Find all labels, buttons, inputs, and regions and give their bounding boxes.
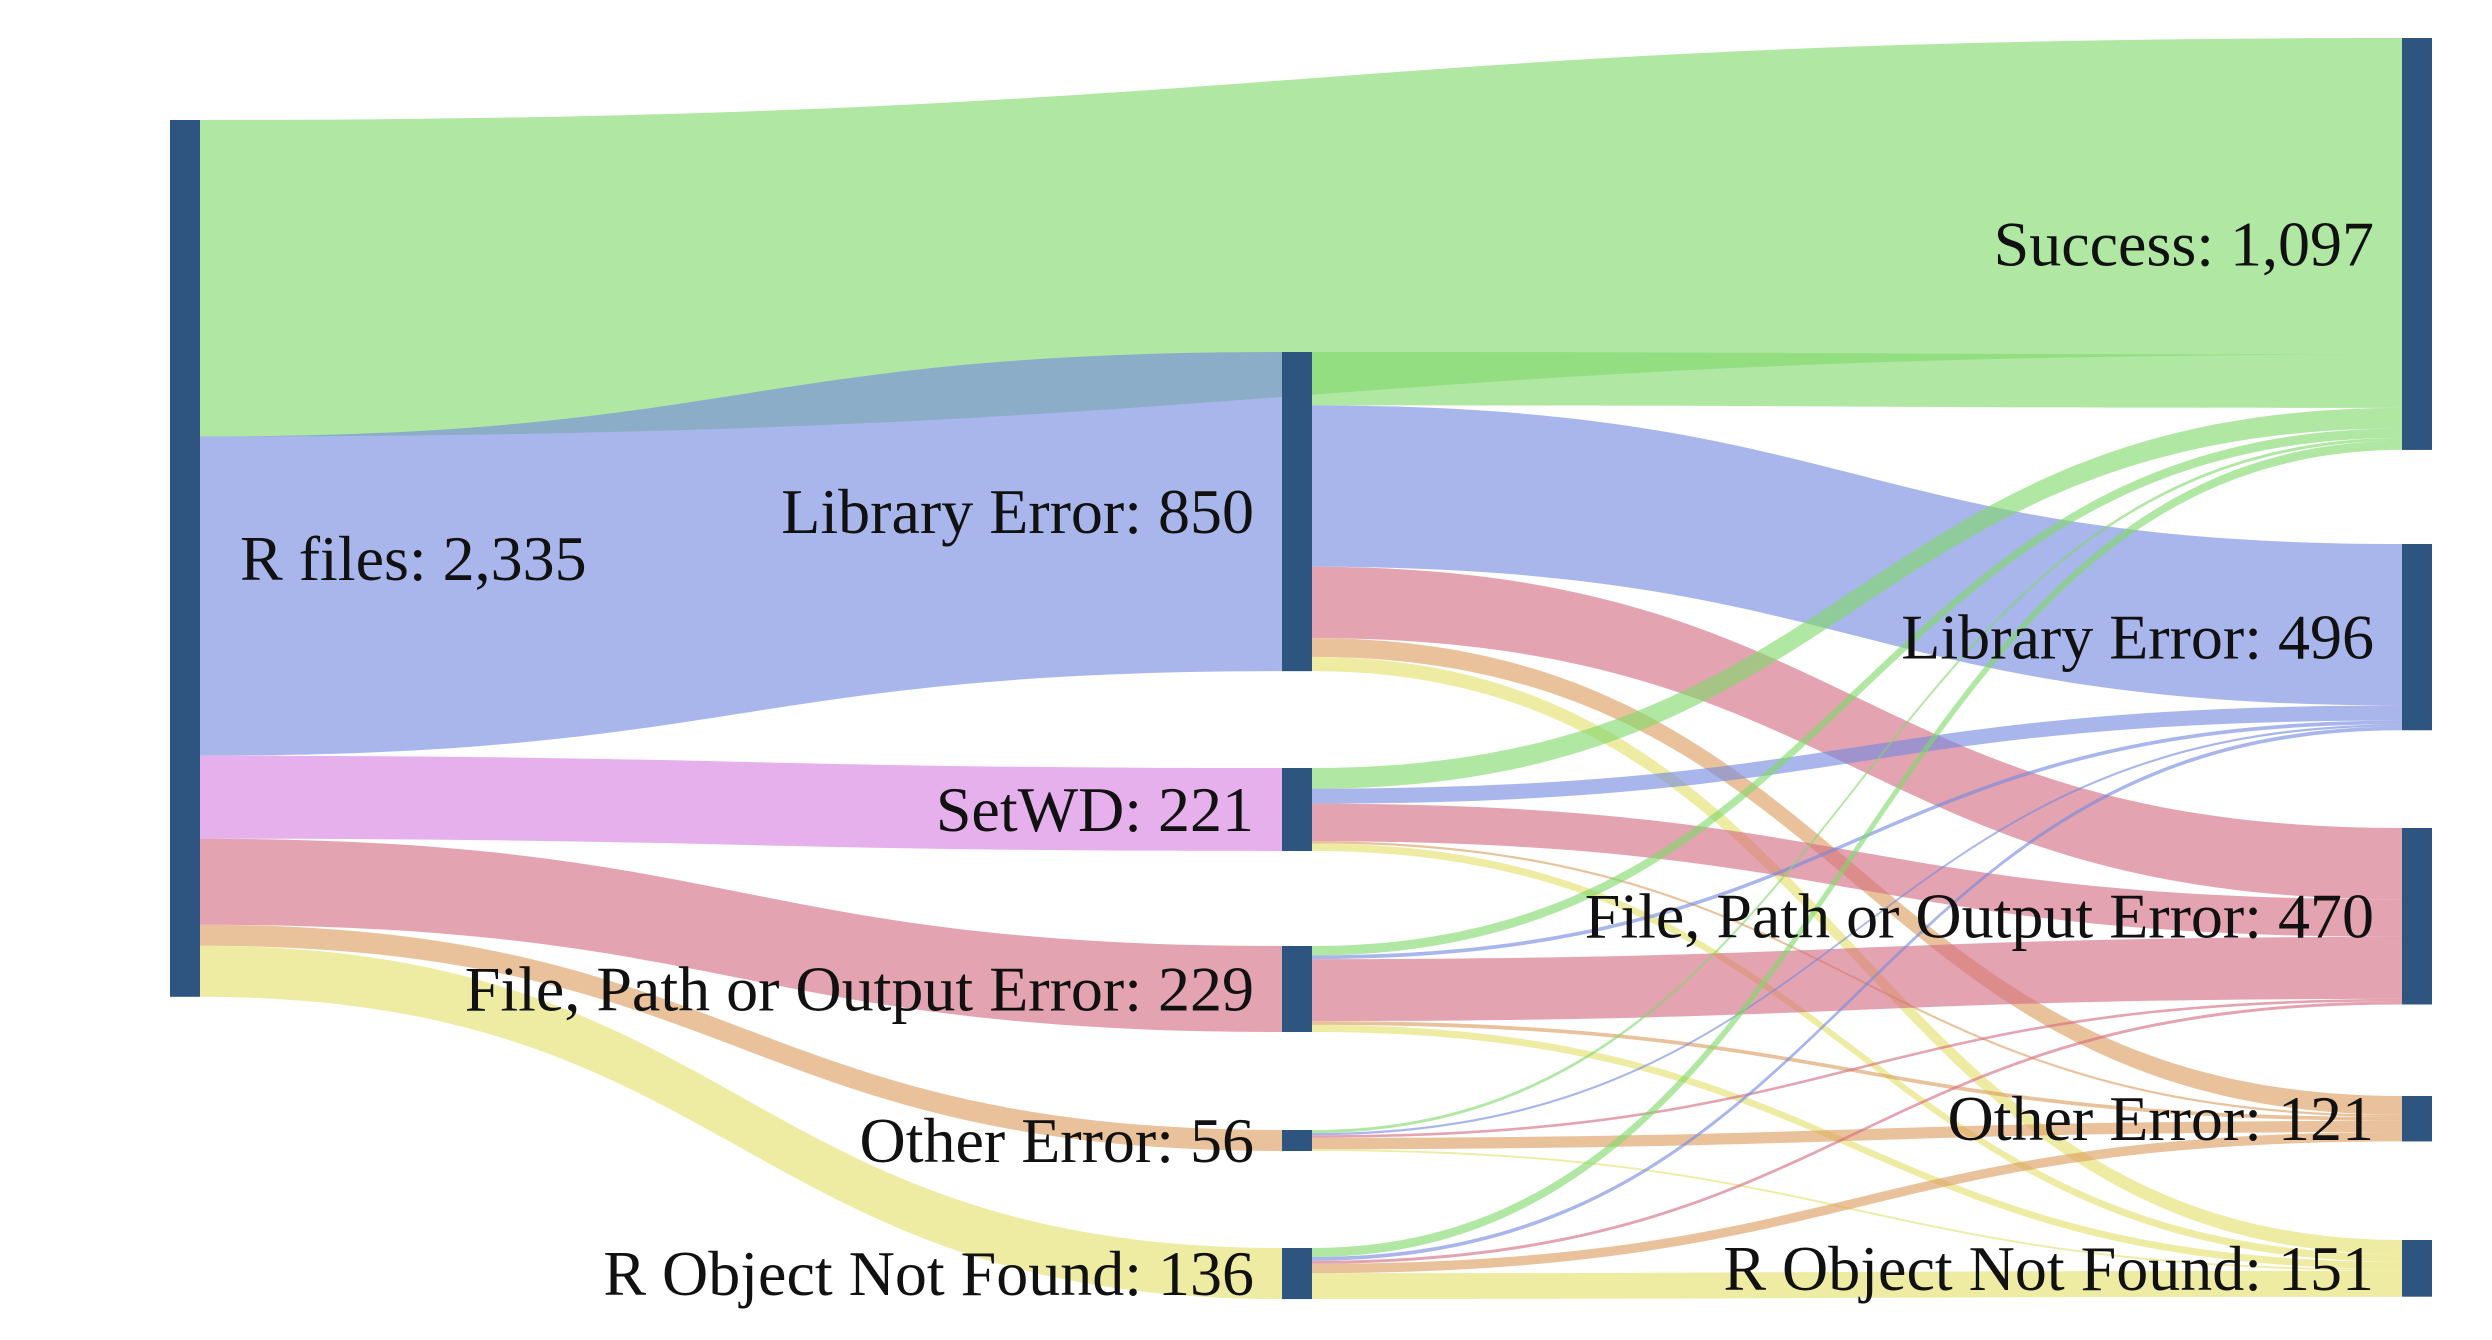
node-file2[interactable] xyxy=(2402,828,2432,1005)
link-setwd-to-robj2[interactable] xyxy=(1312,843,2402,1262)
node-setwd[interactable] xyxy=(1282,768,1312,851)
link-rfiles-to-robj1[interactable] xyxy=(200,945,1282,1300)
node-rfiles[interactable] xyxy=(170,120,200,997)
node-label-file1: File, Path or Output Error: 229 xyxy=(465,953,1254,1024)
link-rfiles-to-success[interactable] xyxy=(200,38,2402,437)
link-lib1-to-success[interactable] xyxy=(1312,352,2402,408)
link-rfiles-to-other1[interactable] xyxy=(200,924,1282,1152)
link-file1-to-robj2[interactable] xyxy=(1312,1024,2402,1269)
node-label-other1: Other Error: 56 xyxy=(859,1105,1254,1176)
link-robj1-to-success[interactable] xyxy=(1312,440,2402,1258)
node-other1[interactable] xyxy=(1282,1130,1312,1152)
node-label-lib1: Library Error: 850 xyxy=(781,476,1254,547)
node-robj1[interactable] xyxy=(1282,1248,1312,1300)
link-other1-to-success[interactable] xyxy=(1312,437,2402,1134)
node-label-robj1: R Object Not Found: 136 xyxy=(603,1238,1254,1309)
link-file1-to-success[interactable] xyxy=(1312,428,2402,956)
node-label-robj2: R Object Not Found: 151 xyxy=(1723,1233,2374,1304)
node-robj2[interactable] xyxy=(2402,1240,2432,1297)
links-layer xyxy=(200,38,2402,1300)
link-robj1-to-file2[interactable] xyxy=(1312,1001,2402,1264)
link-rfiles-to-setwd[interactable] xyxy=(200,755,1282,851)
node-label-other2: Other Error: 121 xyxy=(1947,1083,2374,1154)
link-setwd-to-file2[interactable] xyxy=(1312,803,2402,937)
link-file1-to-lib2[interactable] xyxy=(1312,720,2402,960)
link-other1-to-other2[interactable] xyxy=(1312,1120,2402,1150)
node-other2[interactable] xyxy=(2402,1096,2432,1142)
link-file1-to-other2[interactable] xyxy=(1312,1021,2402,1121)
link-lib1-to-file2[interactable] xyxy=(1312,566,2402,900)
link-other1-to-file2[interactable] xyxy=(1312,998,2402,1138)
node-label-lib2: Library Error: 496 xyxy=(1901,602,2374,673)
node-file1[interactable] xyxy=(1282,946,1312,1032)
node-success[interactable] xyxy=(2402,38,2432,450)
node-label-setwd: SetWD: 221 xyxy=(936,774,1254,845)
node-label-file2: File, Path or Output Error: 470 xyxy=(1585,881,2374,952)
link-robj1-to-robj2[interactable] xyxy=(1312,1270,2402,1300)
link-file1-to-file2[interactable] xyxy=(1312,936,2402,1022)
link-setwd-to-success[interactable] xyxy=(1312,407,2402,789)
link-other1-to-lib2[interactable] xyxy=(1312,724,2402,1136)
node-lib1[interactable] xyxy=(1282,352,1312,672)
node-label-success: Success: 1,097 xyxy=(1994,208,2374,279)
link-lib1-to-lib2[interactable] xyxy=(1312,405,2402,706)
link-robj1-to-lib2[interactable] xyxy=(1312,726,2402,1261)
link-setwd-to-lib2[interactable] xyxy=(1312,705,2402,804)
link-rfiles-to-lib1[interactable] xyxy=(200,352,1282,756)
link-robj1-to-other2[interactable] xyxy=(1312,1132,2402,1274)
link-rfiles-to-file1[interactable] xyxy=(200,838,1282,1032)
node-lib2[interactable] xyxy=(2402,544,2432,731)
node-label-rfiles: R files: 2,335 xyxy=(240,523,587,594)
nodes-layer xyxy=(170,38,2432,1300)
link-other1-to-robj2[interactable] xyxy=(1312,1149,2402,1271)
